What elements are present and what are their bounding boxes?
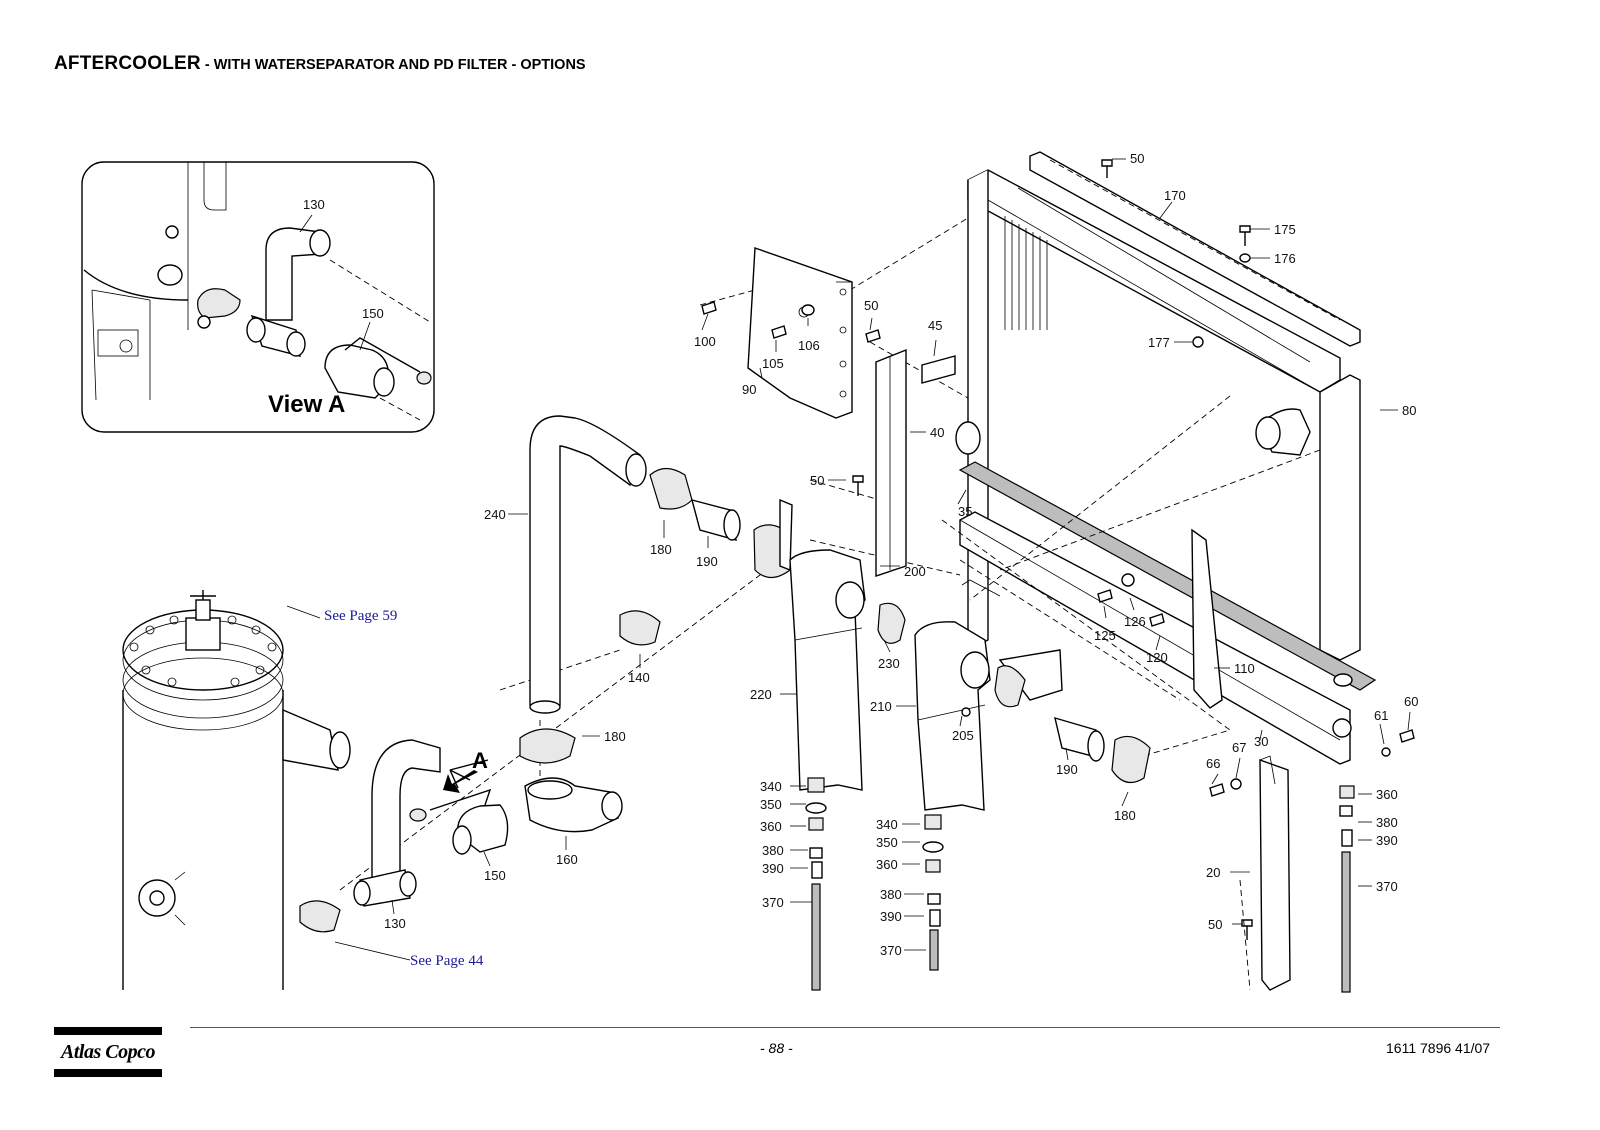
callout-210: 210 [870,699,892,714]
callout-130: 130 [384,916,406,931]
callout-20: 20 [1206,865,1220,880]
callout-340-a: 340 [760,779,782,794]
bolts-and-washers [701,159,1415,993]
callout-50-leg: 50 [1208,917,1222,932]
callout-160: 160 [556,852,578,867]
title-subtitle: - WITH WATERSEPARATOR AND PD FILTER - OP… [200,57,586,73]
callout-50-pipe: 50 [810,473,824,488]
bracket-90 [747,247,853,419]
filter-220 [789,549,906,991]
see-page-59-link[interactable]: See Page 59 [324,608,397,624]
callout-190-lower: 190 [1056,762,1078,777]
plate-45 [921,355,956,384]
view-a-arrow: A [443,748,488,793]
callout-180-middle: 180 [604,729,626,744]
callout-30: 30 [1254,734,1268,749]
callout-61: 61 [1374,708,1388,723]
callout-176: 176 [1274,251,1296,266]
callout-100: 100 [694,334,716,349]
callout-177: 177 [1148,335,1170,350]
callout-60: 60 [1404,694,1418,709]
callout-380-a: 380 [762,843,784,858]
callout-130-inset: 130 [303,197,325,212]
callout-180-lower: 180 [1114,808,1136,823]
callout-190-top: 190 [696,554,718,569]
callout-390-b: 390 [880,909,902,924]
callout-200: 200 [904,564,926,579]
callout-50: 50 [1130,151,1144,166]
document-number: 1611 7896 41/07 [1386,1040,1491,1056]
callout-230: 230 [878,656,900,671]
callout-360-b: 360 [876,857,898,872]
callout-80: 80 [1402,403,1416,418]
callout-45: 45 [928,318,942,333]
callout-380-right: 380 [1376,815,1398,830]
callout-205: 205 [952,728,974,743]
callout-126: 126 [1124,614,1146,629]
page-title: AFTERCOOLER - WITH WATERSEPARATOR AND PD… [54,53,586,75]
logo-wordmark: Atlas Copco [61,1041,155,1063]
water-separator-tank [122,590,411,990]
view-a-arrow-label: A [472,748,488,773]
assembly-lines [339,159,1341,991]
clamps-and-hoses [299,467,793,933]
logo-bar-bottom [54,1069,162,1077]
callout-150-inset: 150 [362,306,384,321]
callout-125: 125 [1094,628,1116,643]
callout-390-a: 390 [762,861,784,876]
callout-360-a: 360 [760,819,782,834]
view-a-inset: View A [81,161,435,433]
callout-240: 240 [484,507,506,522]
callout-170: 170 [1164,188,1186,203]
callout-370-b: 370 [880,943,902,958]
callout-120: 120 [1146,650,1168,665]
pipe-240 [529,415,647,714]
callout-50-bracket: 50 [864,298,878,313]
callout-106: 106 [798,338,820,353]
title-main: AFTERCOOLER [54,53,201,74]
callout-370-a: 370 [762,895,784,910]
callout-140: 140 [628,670,650,685]
see-page-44-link[interactable]: See Page 44 [410,953,484,969]
callout-340-b: 340 [876,817,898,832]
aftercooler-core [955,151,1377,991]
callout-66: 66 [1206,756,1220,771]
callout-105: 105 [762,356,784,371]
filter-210 [914,621,1151,971]
callout-180-top: 180 [650,542,672,557]
bracket-40 [875,348,907,577]
view-a-label: View A [268,391,345,418]
callout-35: 35 [958,504,972,519]
callout-110: 110 [1234,661,1255,676]
callout-numbers: 130 150 50 170 175 176 177 80 100 105 10… [303,151,1418,958]
callout-390-right: 390 [1376,833,1398,848]
callout-67: 67 [1232,740,1246,755]
callout-40: 40 [930,425,944,440]
callout-220: 220 [750,687,772,702]
callout-90: 90 [742,382,756,397]
callout-150: 150 [484,868,506,883]
logo-bar-top [54,1027,162,1035]
page-number: - 88 - [760,1040,793,1056]
callout-370-right: 370 [1376,879,1398,894]
callout-350-a: 350 [760,797,782,812]
callout-360-right: 360 [1376,787,1398,802]
callout-350-b: 350 [876,835,898,850]
footer-divider [190,1027,1500,1028]
atlas-copco-logo: Atlas Copco [54,1027,162,1077]
callout-175: 175 [1274,222,1296,237]
callout-380-b: 380 [880,887,902,902]
callout-leaders [299,158,1411,951]
